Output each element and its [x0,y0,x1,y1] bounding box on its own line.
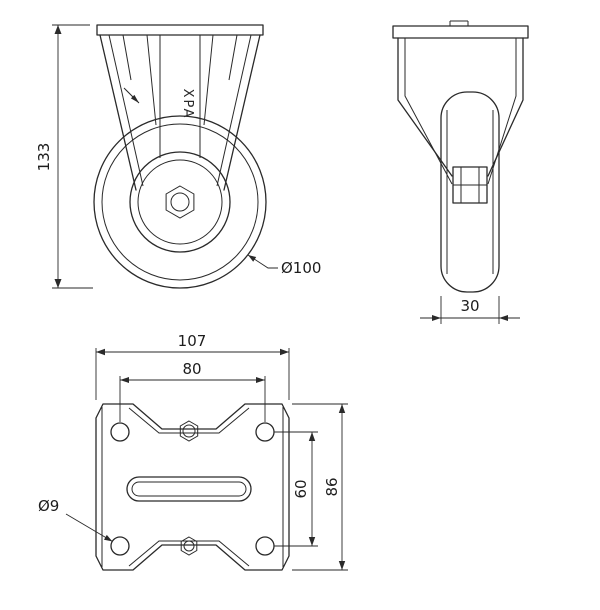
bolt-hole-top-right [255,422,275,442]
front-wheel [93,115,267,289]
dimension-label-plate-width: 86 [323,477,341,496]
dimension-bolt-spacing-length: 80 [119,360,266,422]
dimension-plate-width: 86 [292,403,348,571]
top-view: 107 80 60 86 Ø9 [38,332,348,571]
bottom-center-hex-nut [180,536,198,556]
side-wheel [440,91,500,293]
dimension-label-overall-height: 133 [35,143,53,172]
front-view: XPA 133 Ø100 [35,24,321,289]
dimension-bolt-hole-diameter: Ø9 [38,497,113,542]
dimension-overall-height: 133 [35,24,93,289]
dimension-wheel-width: 30 [420,296,520,324]
brand-logo-text: XPA [180,89,195,120]
dimension-plate-length: 107 [95,332,290,400]
bolt-hole-bottom-left [110,536,130,556]
center-fasteners [179,420,199,556]
bolt-holes [110,422,275,556]
top-plate-outline [95,403,290,571]
side-axle-nut [452,166,488,204]
dimension-label-bolt-hole-diameter: Ø9 [38,497,59,515]
dimension-label-wheel-diameter: Ø100 [281,259,321,277]
side-mounting-plate [392,20,529,39]
dimension-label-plate-length: 107 [178,332,207,350]
bolt-hole-bottom-right [255,536,275,556]
dimension-bolt-spacing-width: 60 [274,431,318,547]
front-mounting-plate [96,24,264,36]
top-center-hex-nut [179,420,199,442]
dimension-label-bolt-spacing-width: 60 [292,479,310,498]
side-view: 30 [392,20,529,324]
dimension-label-bolt-spacing-length: 80 [182,360,201,378]
central-slot [126,476,252,502]
axle-hex-nut [165,185,195,219]
bolt-hole-top-left [110,422,130,442]
side-fork-bracket [397,37,524,185]
front-fork-bracket [99,34,261,191]
dimension-wheel-diameter: Ø100 [247,254,321,277]
plate-tab [449,20,469,26]
dimension-label-wheel-width: 30 [460,297,479,315]
